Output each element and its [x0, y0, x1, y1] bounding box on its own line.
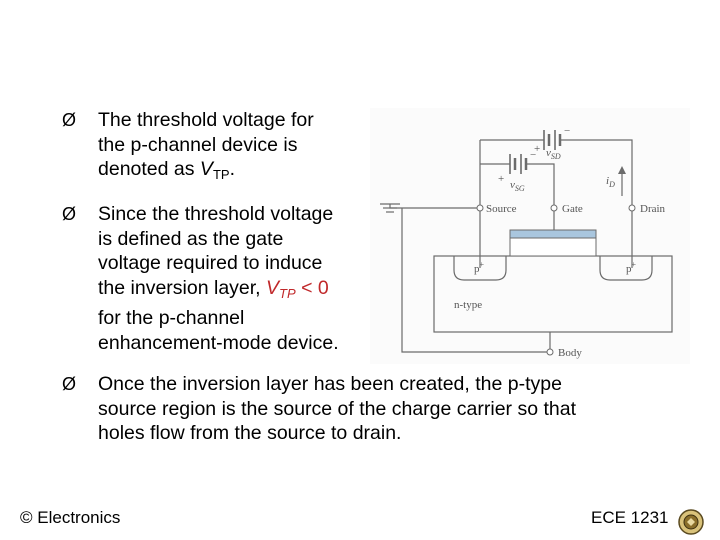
bullet-arrow-icon: Ø: [62, 204, 77, 224]
vtp-symbol: V: [199, 158, 213, 180]
vsg-label: vSG: [510, 179, 525, 193]
text-fragment: the inversion layer,: [98, 276, 267, 299]
bullet-line: Once the inversion layer has been create…: [98, 373, 562, 395]
vsd-symbol: v: [546, 147, 551, 159]
bullet-arrow-icon: Ø: [62, 110, 77, 130]
id-symbol: i: [606, 175, 609, 187]
body-terminal-dot: [546, 348, 554, 356]
bullet-arrow-icon: Ø: [62, 374, 77, 394]
body-wire: [401, 208, 550, 353]
plus-superscript: +: [632, 260, 637, 269]
vsg-subscript: SG: [515, 184, 525, 193]
vsg-minus-label: −: [530, 149, 536, 161]
vsg-plus-label: +: [498, 173, 504, 185]
bullet-line: source region is the source of the charg…: [98, 397, 576, 420]
bullet-line: the inversion layer, VTP < 0: [98, 276, 339, 307]
bullet-line: voltage required to induce: [98, 252, 323, 274]
vsg-symbol: v: [510, 179, 515, 191]
bullet-text: The threshold voltage for the p-channel …: [98, 108, 314, 188]
gate-label: Gate: [562, 203, 583, 215]
plus-superscript: +: [480, 260, 485, 269]
source-label: Source: [486, 203, 517, 215]
vtp-condition: < 0: [295, 276, 329, 299]
vtp-subscript: TP: [212, 167, 230, 182]
footer-course-code: ECE 1231: [591, 508, 669, 527]
drain-current-label: iD: [606, 175, 615, 189]
pmos-circuit-diagram: + − vSD + − vSG iD Source Gate Drain p+ …: [370, 108, 690, 364]
bullet-line: for the p-channel: [98, 307, 245, 329]
p-letter: p: [474, 263, 480, 275]
vsd-minus-label: −: [564, 125, 570, 137]
p-plus-drain-label: p+: [626, 260, 637, 275]
bullet-line: holes flow from the source to drain.: [98, 422, 402, 444]
n-type-label: n-type: [454, 299, 482, 311]
university-seal-icon: [678, 509, 704, 535]
vsd-subscript: SD: [551, 152, 561, 161]
bullet-text: Since the threshold voltage is defined a…: [98, 202, 339, 355]
bullet-line: the p-channel device is: [98, 133, 298, 156]
vtp-subscript: TP: [279, 285, 296, 301]
gate-dielectric: [509, 237, 597, 257]
gate-terminal-dot: [550, 204, 558, 212]
p-letter: p: [626, 263, 632, 275]
bullet-line: denoted as VTP.: [98, 157, 314, 188]
text-fragment: denoted as: [98, 158, 200, 180]
vsd-label: vSD: [546, 147, 561, 161]
drain-current-arrowhead-icon: [618, 166, 626, 174]
vtp-symbol: V: [266, 276, 280, 299]
drain-terminal-dot: [628, 204, 636, 212]
footer-copyright: © Electronics: [20, 508, 121, 527]
p-plus-source-region: [453, 256, 507, 281]
source-terminal-dot: [476, 204, 484, 212]
period: .: [229, 158, 235, 180]
vsg-wire: [480, 163, 555, 208]
body-label: Body: [558, 347, 582, 359]
gate-oxide: [509, 229, 597, 239]
bullet-line: Since the threshold voltage: [98, 203, 334, 225]
p-plus-drain-region: [599, 256, 653, 281]
bullet-line: enhancement-mode device.: [98, 331, 339, 354]
bullet-text: Once the inversion layer has been create…: [98, 372, 576, 446]
bullet-line: The threshold voltage for: [98, 109, 314, 131]
p-plus-source-label: p+: [474, 260, 485, 275]
vsd-plus-label: +: [534, 143, 540, 155]
vsd-wire: [480, 139, 633, 208]
id-subscript: D: [608, 180, 615, 189]
bullet-line: is defined as the gate: [98, 227, 284, 250]
drain-label: Drain: [640, 203, 666, 215]
